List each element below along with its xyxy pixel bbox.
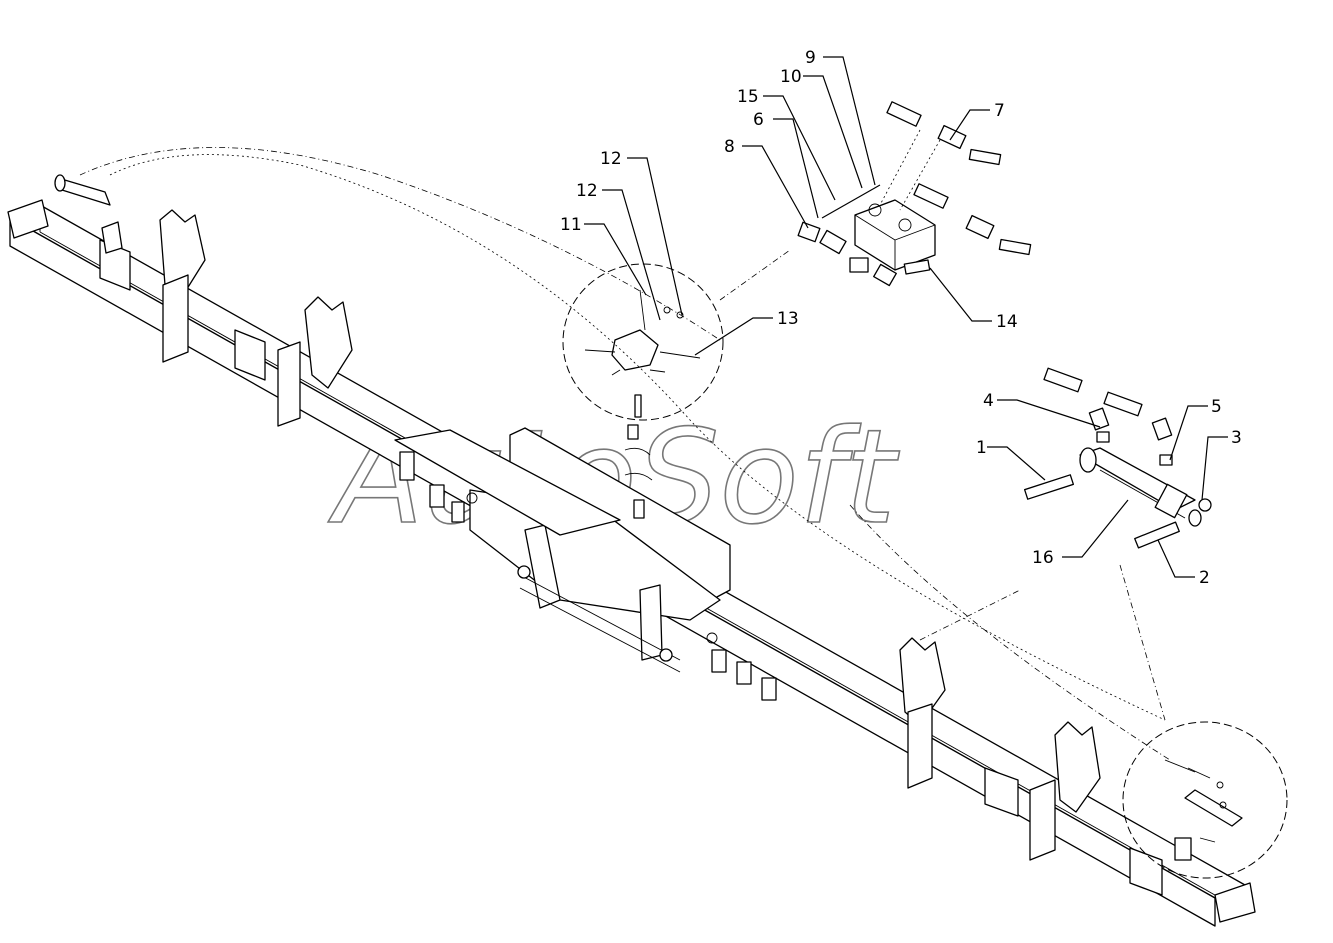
beam-brackets bbox=[159, 209, 1101, 861]
hose-routes bbox=[79, 147, 1171, 761]
leader-lines bbox=[584, 56, 1228, 578]
callout-7: 7 bbox=[994, 101, 1005, 121]
hydraulic-cylinder bbox=[1023, 367, 1212, 549]
callout-11: 11 bbox=[560, 215, 582, 235]
callout-6: 6 bbox=[753, 110, 764, 130]
detail-circle-cylinder bbox=[1122, 721, 1288, 879]
callout-14: 14 bbox=[996, 312, 1018, 332]
callout-15: 15 bbox=[737, 87, 759, 107]
callout-3: 3 bbox=[1231, 428, 1242, 448]
callout-2: 2 bbox=[1199, 568, 1210, 588]
pivot-pin-top-left bbox=[54, 174, 123, 254]
callout-9: 9 bbox=[805, 48, 816, 68]
callout-1: 1 bbox=[976, 438, 987, 458]
callout-13: 13 bbox=[777, 309, 799, 329]
callout-8: 8 bbox=[724, 137, 735, 157]
callout-labels: 9 10 15 6 8 12 12 11 13 7 14 4 5 3 1 16 … bbox=[560, 48, 1242, 588]
callout-12-lower: 12 bbox=[576, 181, 598, 201]
callout-5: 5 bbox=[1211, 397, 1222, 417]
callout-10: 10 bbox=[780, 67, 802, 87]
valve-pins bbox=[624, 424, 653, 519]
callout-12-upper: 12 bbox=[600, 149, 622, 169]
central-hitch-frame bbox=[394, 427, 777, 701]
callout-16: 16 bbox=[1032, 548, 1054, 568]
detail-circle-valve bbox=[562, 263, 724, 421]
exploded-valve-block bbox=[797, 101, 1032, 287]
callout-4: 4 bbox=[983, 391, 994, 411]
